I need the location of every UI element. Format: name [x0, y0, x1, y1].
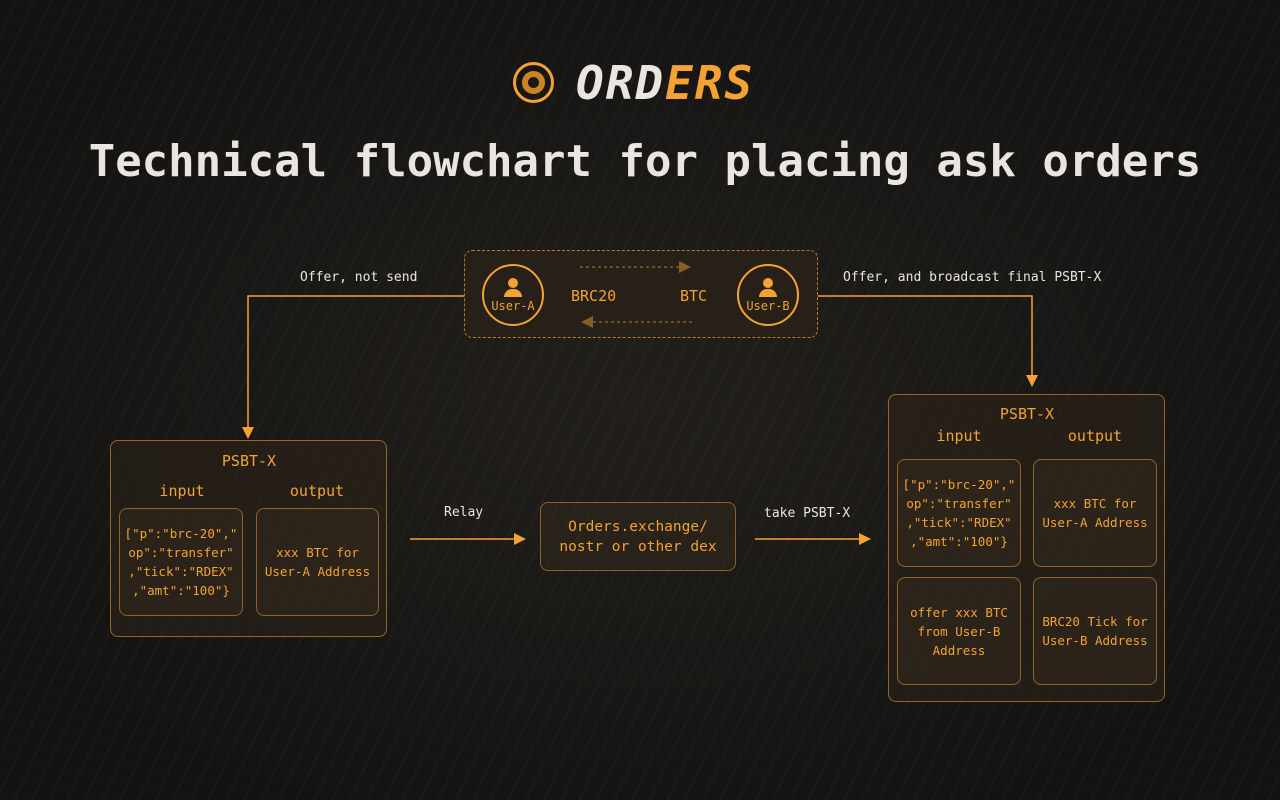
left-psbt-box [110, 440, 387, 637]
left-psbt-title: PSBT-X [221, 452, 277, 470]
left-output-header: output [289, 482, 345, 500]
user-a-node: User-A [482, 264, 544, 326]
logo-text-ord: ORD [576, 56, 666, 110]
left-output-cell: xxx BTC for User-A Address [256, 508, 379, 616]
logo-text-ers: ERS [665, 56, 755, 110]
right-input-offer-cell: offer xxx BTC from User-B Address [897, 577, 1021, 685]
offer-broadcast-label: Offer, and broadcast final PSBT-X [843, 270, 1102, 285]
user-b-label: User-B [746, 298, 790, 313]
right-output-tick-cell: BRC20 Tick for User-B Address [1033, 577, 1157, 685]
right-output-header: output [1067, 427, 1123, 445]
offer-not-send-label: Offer, not send [300, 270, 418, 285]
user-icon [508, 277, 518, 288]
arrow-to-left-psbt [242, 295, 464, 439]
btc-label: BTC [680, 287, 708, 305]
right-output-btc-cell: xxx BTC for User-A Address [1033, 459, 1157, 567]
brc20-label: BRC20 [571, 287, 617, 305]
take-psbt-label: take PSBT-X [764, 506, 851, 521]
logo-text: ORDERS [576, 56, 754, 110]
right-psbt-box [888, 394, 1165, 702]
logo-icon [513, 62, 554, 103]
right-input-header: input [936, 427, 982, 445]
left-input-cell: ["p":"brc-20"," op":"transfer" ,"tick":"… [119, 508, 243, 616]
right-psbt-title: PSBT-X [999, 405, 1055, 423]
page-title: Technical flowchart for placing ask orde… [88, 136, 1202, 187]
relay-label: Relay [444, 505, 484, 520]
exchange-node: Orders.exchange/ nostr or other dex [540, 502, 736, 571]
user-icon [763, 277, 773, 288]
right-input-brc20-cell: ["p":"brc-20"," op":"transfer" ,"tick":"… [897, 459, 1021, 567]
user-b-node: User-B [737, 264, 799, 326]
left-input-header: input [159, 482, 205, 500]
user-a-label: User-A [491, 298, 535, 313]
arrow-to-right-psbt [818, 295, 1038, 387]
